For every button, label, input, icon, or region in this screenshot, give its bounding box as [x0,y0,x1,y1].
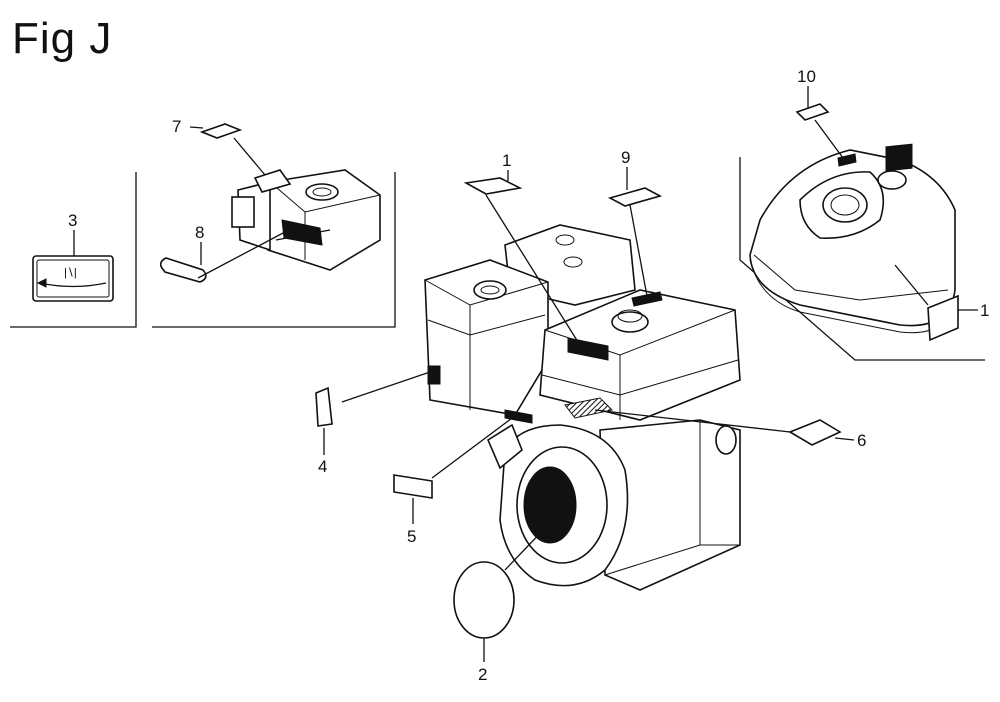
callout-9: 9 [621,148,630,167]
engine-drawing [424,224,741,591]
svg-text:|∖|: |∖| [64,267,77,279]
callout-8: 8 [195,223,204,242]
callout-5: 5 [407,527,416,546]
callout-10: 10 [797,67,816,86]
callout-3: 3 [68,211,77,230]
leader-lines [73,86,978,662]
figure-title: Fig J [12,14,113,63]
panel-dividers [10,157,985,361]
callout-6: 6 [857,431,866,450]
callout-1-top: 1 [502,151,511,170]
callout-1-right: 1 [980,301,989,320]
callout-4: 4 [318,457,327,476]
fuel-tank-drawing [749,143,959,334]
air-cleaner-drawing [231,169,381,271]
choke-decal-drawing: |∖| [32,255,114,302]
callout-2: 2 [478,665,487,684]
callout-7: 7 [172,117,181,136]
callout-labels: 3 7 8 1 9 10 1 4 5 6 2 [68,67,989,684]
loose-decals [159,103,959,639]
